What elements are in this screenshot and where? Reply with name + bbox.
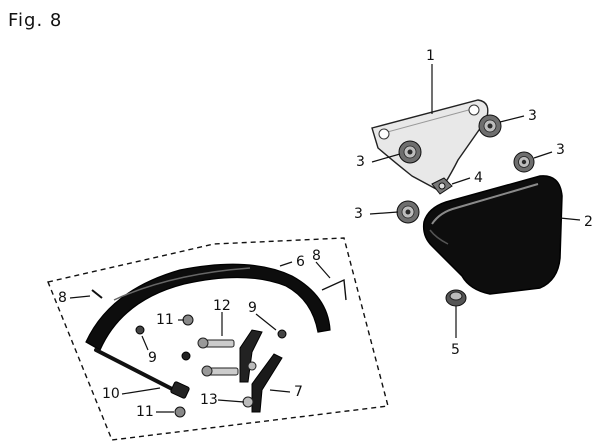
- callout-5: 5: [451, 342, 460, 358]
- callout-13: 13: [200, 392, 218, 408]
- fender-bracket: [239, 329, 283, 413]
- callout-8: 8: [58, 290, 67, 306]
- bolts-8: [91, 278, 347, 301]
- bottom-grommet: [445, 289, 467, 307]
- callout-8: 8: [312, 248, 321, 264]
- nuts-9: [135, 325, 287, 339]
- callout-4: 4: [474, 170, 483, 186]
- callout-6: 6: [296, 254, 305, 270]
- grommet-right: [513, 151, 535, 173]
- clip-part: [431, 177, 453, 195]
- callout-9: 9: [248, 300, 257, 316]
- callout-1: 1: [426, 48, 435, 64]
- grommet-lower: [396, 200, 420, 224]
- callout-3: 3: [354, 206, 363, 222]
- callout-2: 2: [584, 214, 593, 230]
- grommet-left: [398, 140, 422, 164]
- washer-nuts: [242, 361, 257, 408]
- grommet-top-right: [478, 114, 502, 138]
- callout-11: 11: [136, 404, 154, 420]
- rear-fender: [85, 263, 331, 351]
- side-cover-bracket: [371, 99, 489, 191]
- callout-3: 3: [528, 108, 537, 124]
- callout-7: 7: [294, 384, 303, 400]
- callout-11: 11: [156, 312, 174, 328]
- callout-3: 3: [556, 142, 565, 158]
- leader-lines: [69, 64, 581, 413]
- side-cover: [422, 175, 563, 295]
- callout-10: 10: [102, 386, 120, 402]
- fender-stay-rod: [94, 348, 190, 399]
- mounting-bolts: [197, 337, 239, 377]
- callout-3: 3: [356, 154, 365, 170]
- callout-9: 9: [148, 350, 157, 366]
- figure-title: Fig. 8: [8, 10, 62, 31]
- callout-labels: 1 3 3 3 3 4 2 5 6 8 8 11 12 9 9 10 13 7 …: [58, 48, 593, 420]
- fender-assembly-outline: [47, 237, 389, 441]
- callout-12: 12: [213, 298, 231, 314]
- screws-11: [174, 314, 194, 418]
